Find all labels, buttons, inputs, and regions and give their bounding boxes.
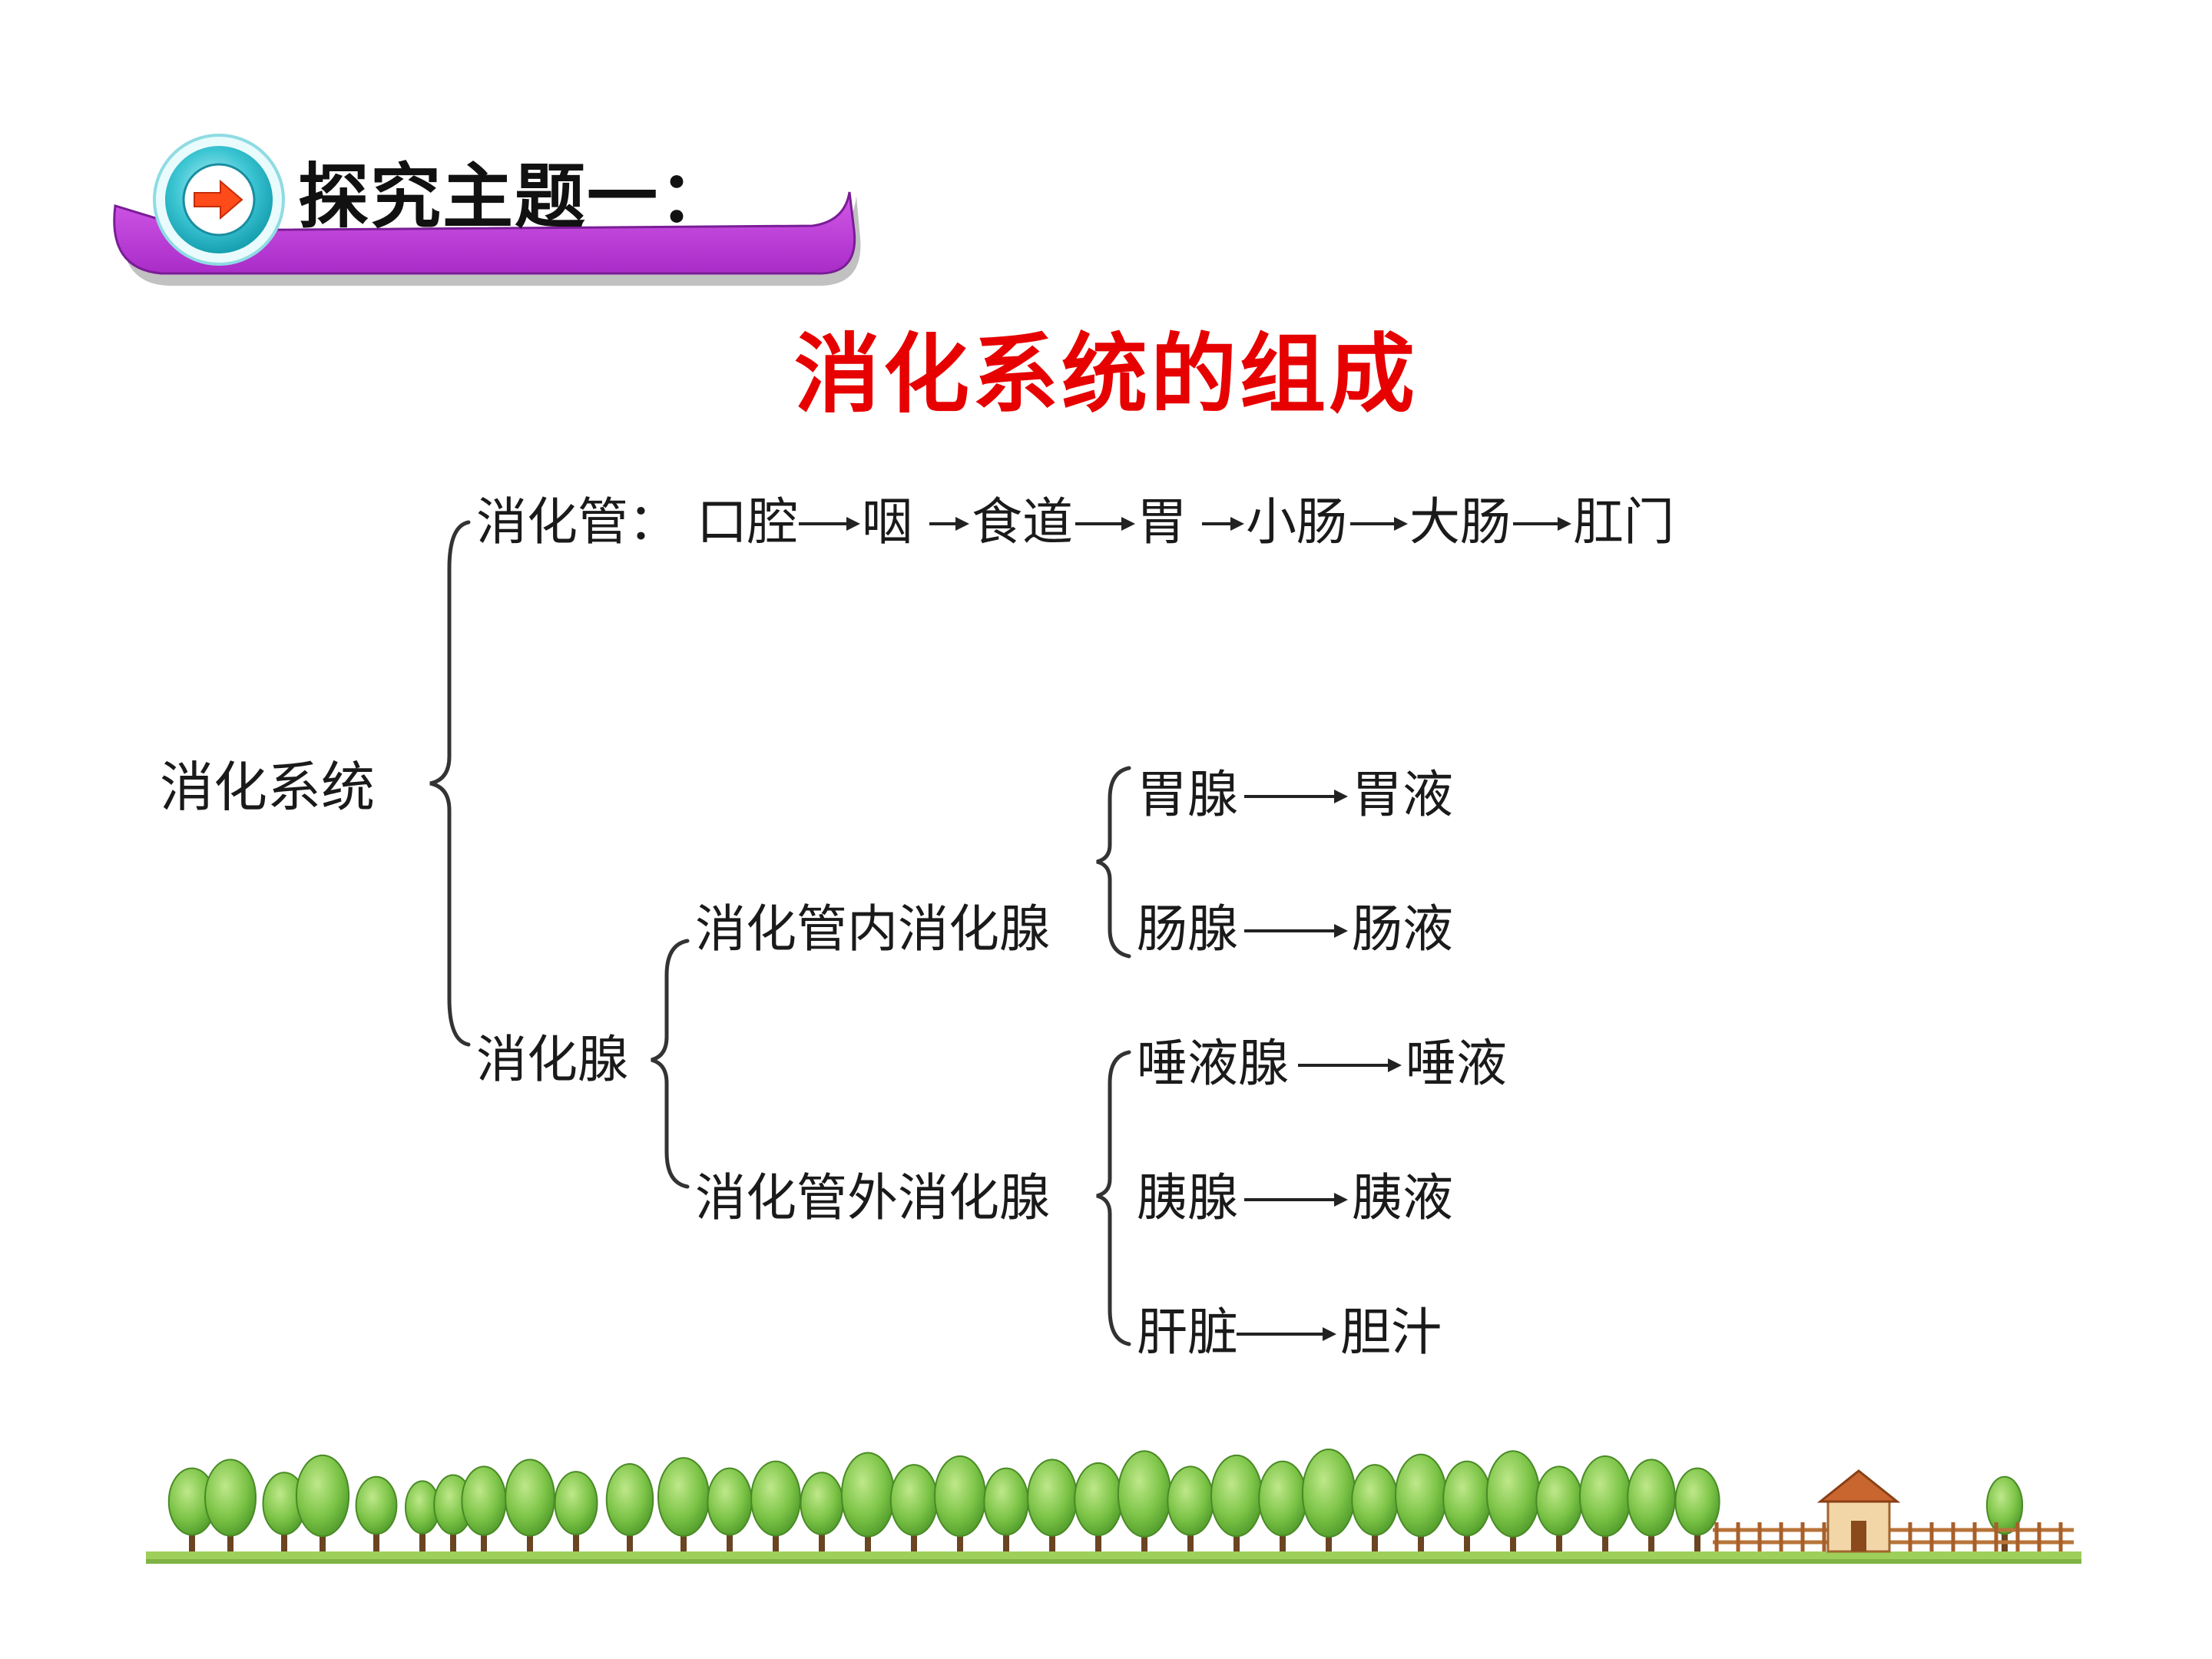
- tree-illustration: [295, 1454, 350, 1553]
- secretion-gastric-juice: 胃液: [1352, 765, 1453, 824]
- gland-arrow-4: [1244, 1193, 1348, 1207]
- tree-illustration: [1674, 1467, 1720, 1553]
- tract-organ-5: 小肠: [1246, 492, 1347, 551]
- tree-illustration: [554, 1471, 598, 1553]
- tree-illustration: [355, 1475, 398, 1553]
- tree-illustration: [889, 1464, 939, 1553]
- section-banner-label: 探究主题一：: [298, 155, 732, 238]
- tract-organ-3: 食道: [972, 492, 1073, 551]
- tree-illustration: [204, 1459, 257, 1553]
- inner-glands-brace: [1096, 766, 1131, 959]
- tree-illustration: [750, 1460, 801, 1553]
- tree-illustration: [707, 1467, 753, 1553]
- gland-stomach: 胃腺: [1137, 765, 1238, 824]
- tree-illustration: [1117, 1450, 1172, 1553]
- house-illustration: [1816, 1469, 1901, 1553]
- tree-illustration: [1027, 1459, 1078, 1553]
- gland-salivary: 唾液腺: [1137, 1034, 1289, 1093]
- tree-illustration: [1627, 1459, 1676, 1553]
- outer-glands-brace: [1096, 1050, 1131, 1346]
- outer-glands-label: 消化管外消化腺: [695, 1168, 1050, 1227]
- fence-illustration: [1713, 1528, 2074, 1545]
- tree-illustration: [983, 1467, 1029, 1553]
- secretion-pancreatic-juice: 胰液: [1352, 1168, 1453, 1227]
- tract-organ-4: 胃: [1137, 492, 1187, 551]
- tract-arrow-1: [799, 517, 860, 531]
- tree-illustration: [1074, 1462, 1123, 1553]
- tract-organ-6: 大肠: [1409, 492, 1511, 551]
- gland-arrow-1: [1244, 790, 1348, 803]
- tree-illustration: [934, 1455, 986, 1553]
- tract-arrow-2: [929, 517, 969, 531]
- tree-illustration: [800, 1472, 844, 1553]
- tree-illustration: [1210, 1454, 1263, 1553]
- tree-scenery-illustration: [146, 1448, 2081, 1564]
- tract-arrow-3: [1075, 517, 1135, 531]
- tree-illustration: [505, 1459, 555, 1553]
- tract-arrow-5: [1350, 517, 1408, 531]
- gland-arrow-5: [1237, 1327, 1336, 1341]
- gland-liver: 肝脏: [1137, 1303, 1238, 1362]
- tree-illustration: [605, 1463, 654, 1553]
- tree-illustration: [461, 1465, 507, 1553]
- tract-organ-1: 口腔: [697, 492, 798, 551]
- gland-arrow-3: [1298, 1058, 1402, 1072]
- tree-illustration: [405, 1480, 440, 1553]
- gland-intestinal: 肠腺: [1137, 899, 1238, 959]
- tree-illustration: [1258, 1460, 1307, 1553]
- right-arrow-icon: [194, 179, 243, 220]
- tree-illustration: [1167, 1465, 1214, 1553]
- secretion-intestinal-juice: 肠液: [1352, 899, 1453, 959]
- tree-illustration: [657, 1457, 710, 1553]
- tract-arrow-4: [1202, 517, 1244, 531]
- tract-arrow-6: [1513, 517, 1571, 531]
- inner-glands-label: 消化管内消化腺: [695, 899, 1050, 959]
- tree-illustration: [840, 1452, 896, 1553]
- tree-illustration: [1301, 1448, 1356, 1553]
- tree-illustration: [1579, 1455, 1631, 1553]
- tract-label: 消化管：: [476, 492, 679, 551]
- gland-pancreas: 胰腺: [1137, 1168, 1238, 1227]
- tree-illustration: [1442, 1460, 1492, 1553]
- tract-organ-2: 咽: [862, 492, 912, 551]
- tree-illustration: [1535, 1465, 1583, 1553]
- gland-arrow-2: [1244, 924, 1348, 938]
- root-node: 消化系统: [160, 756, 375, 819]
- tree-illustration: [1485, 1450, 1541, 1553]
- slide-title: 消化系统的组成: [794, 324, 1418, 425]
- secretion-bile: 胆汁: [1340, 1303, 1442, 1362]
- glands-label: 消化腺: [476, 1030, 628, 1089]
- tract-organ-7: 肛门: [1573, 492, 1674, 551]
- glands-brace: [651, 939, 690, 1189]
- root-brace: [429, 520, 471, 1047]
- secretion-saliva: 唾液: [1406, 1034, 1507, 1093]
- tree-illustration: [1985, 1475, 2024, 1553]
- tree-illustration: [1351, 1464, 1399, 1553]
- tree-illustration: [1395, 1453, 1447, 1553]
